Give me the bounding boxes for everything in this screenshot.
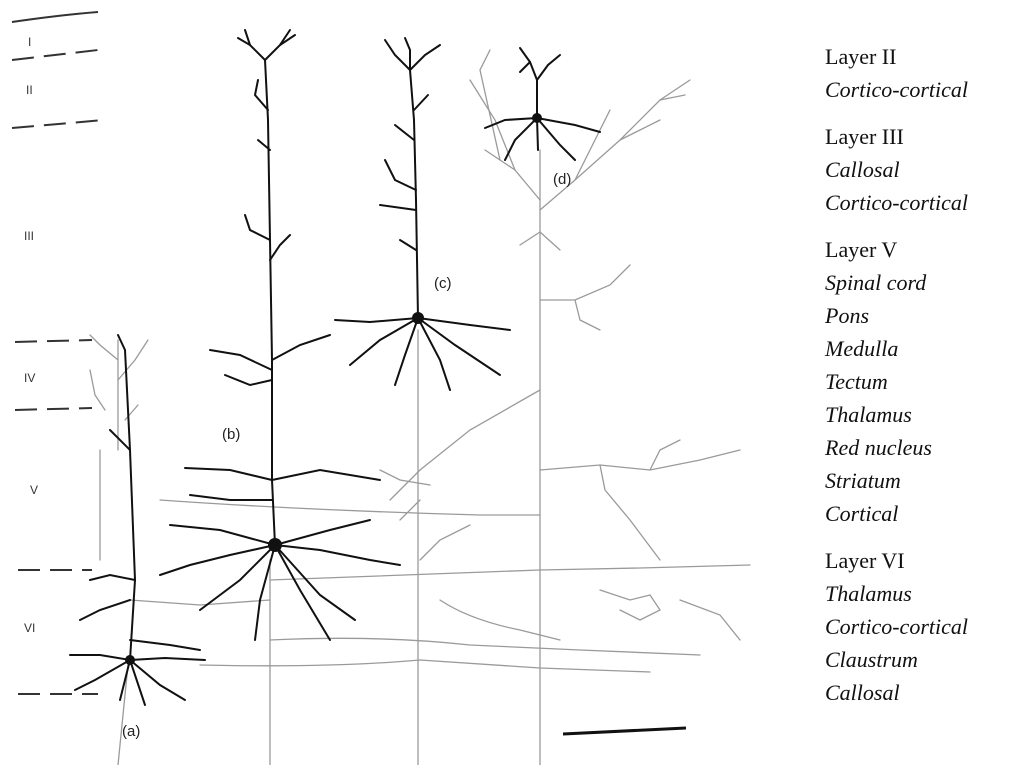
legend-heading: Layer VI [825,544,1009,577]
legend-heading: Layer II [825,40,1009,73]
scale-bar [563,728,686,734]
legend-target: Striatum [825,464,1009,497]
projection-legend: Layer II Cortico-cortical Layer III Call… [825,40,1009,723]
layer-label-I: I [28,35,31,49]
layer-label-IV: IV [24,371,35,385]
legend-target: Thalamus [825,398,1009,431]
layer-label-VI: VI [24,621,35,635]
axon-collaterals [90,50,750,765]
neuron-c [335,38,510,390]
legend-target: Cortico-cortical [825,186,1009,219]
boundary-II-III [12,120,104,128]
layer-label-V: V [30,483,38,497]
legend-group-layer-VI: Layer VI Thalamus Cortico-cortical Claus… [825,544,1009,709]
neuron-label-b: (b) [222,426,240,443]
legend-heading: Layer III [825,120,1009,153]
legend-target: Thalamus [825,577,1009,610]
neuron-label-d: (d) [553,171,571,188]
legend-target: Cortico-cortical [825,610,1009,643]
boundary-III-IV [15,340,92,342]
legend-group-layer-II: Layer II Cortico-cortical [825,40,1009,106]
neuron-b [160,30,400,640]
neuron-labels: (a) (b) (c) (d) [122,171,571,740]
boundary-I-II [12,50,98,60]
layer-label-II: II [26,83,33,97]
neuron-a [70,335,205,705]
legend-target: Callosal [825,676,1009,709]
legend-target: Claustrum [825,643,1009,676]
pia-surface-line [12,12,98,22]
legend-target: Cortico-cortical [825,73,1009,106]
legend-heading: Layer V [825,233,1009,266]
legend-target: Medulla [825,332,1009,365]
layer-boundaries [12,12,104,694]
legend-target: Tectum [825,365,1009,398]
neuron-label-c: (c) [434,275,452,292]
neuron-d [485,48,600,160]
legend-group-layer-V: Layer V Spinal cord Pons Medulla Tectum … [825,233,1009,530]
legend-target: Spinal cord [825,266,1009,299]
neuron-label-a: (a) [122,723,140,740]
legend-target: Red nucleus [825,431,1009,464]
legend-target: Cortical [825,497,1009,530]
legend-group-layer-III: Layer III Callosal Cortico-cortical [825,120,1009,219]
legend-target: Callosal [825,153,1009,186]
legend-target: Pons [825,299,1009,332]
boundary-IV-V [15,408,92,410]
layer-numerals: I II III IV V VI [24,35,38,635]
layer-label-III: III [24,229,34,243]
